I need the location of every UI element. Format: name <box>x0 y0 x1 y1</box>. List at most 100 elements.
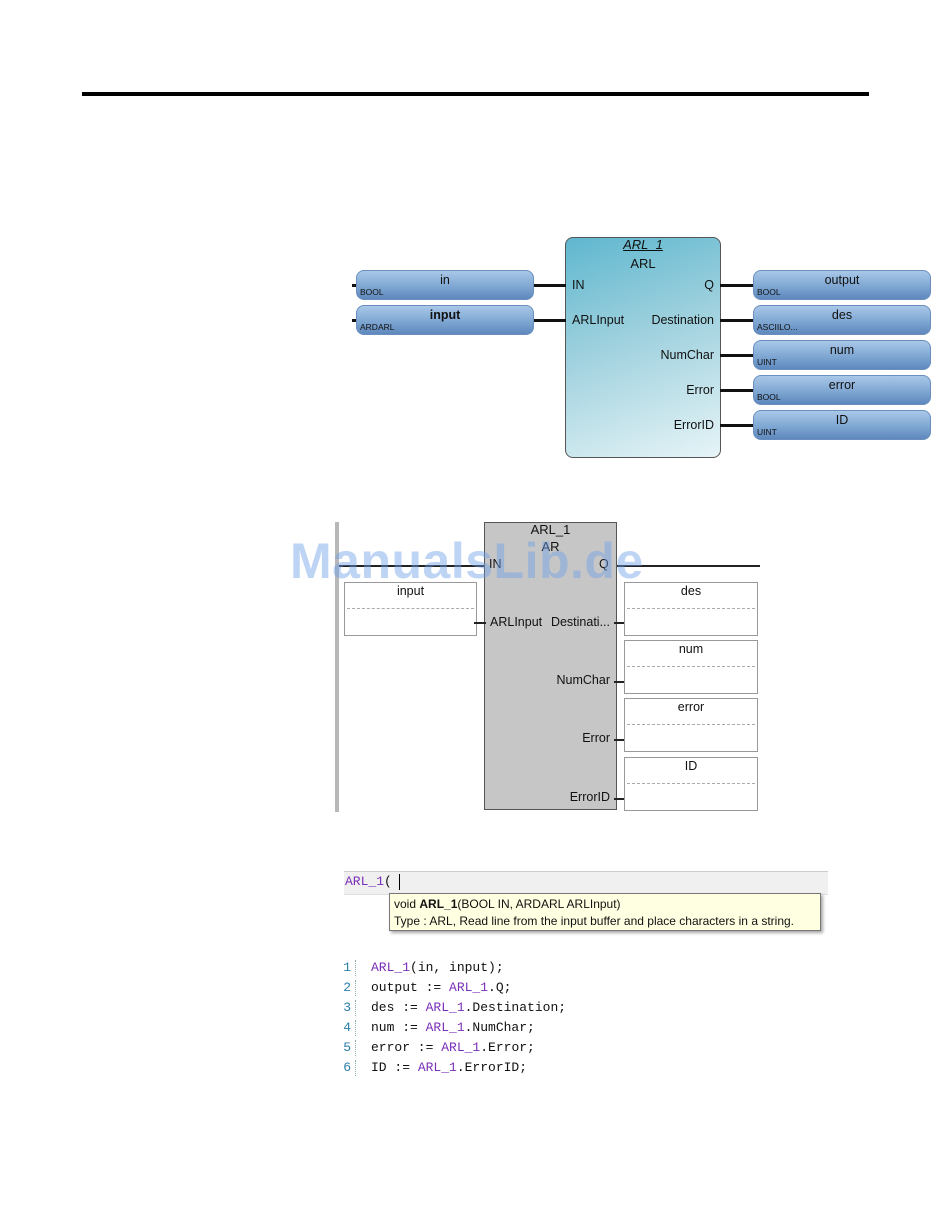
line-number: 1 <box>343 960 351 975</box>
editor-input-line[interactable] <box>344 871 828 895</box>
fbd-var-num[interactable]: num UINT <box>753 340 931 370</box>
ladder-wire-arlinput <box>474 622 486 624</box>
code-line: 4 num := ARL_1.NumChar; <box>337 1018 566 1038</box>
code-prefix: des := <box>371 1000 426 1015</box>
fbd-var-type: ASCIILO... <box>757 322 798 332</box>
ladder-pin-errorid: ErrorID <box>569 790 610 804</box>
ladder-wire-destination <box>614 622 626 624</box>
fbd-wire-errorid <box>720 424 754 427</box>
ladder-var-name: ID <box>684 759 698 773</box>
ladder-var-name: input <box>396 584 425 598</box>
ladder-rung-q <box>617 565 760 567</box>
fbd-var-des[interactable]: des ASCIILO... <box>753 305 931 335</box>
fbd-var-connector <box>352 319 356 322</box>
fbd-var-type: BOOL <box>360 287 384 297</box>
fbd-wire-q <box>720 284 754 287</box>
ladder-var-error[interactable]: error <box>624 698 758 752</box>
fbd-var-name: in <box>440 273 450 287</box>
ladder-var-num[interactable]: num <box>624 640 758 694</box>
ladder-block-type: AR <box>541 539 560 554</box>
fbd-var-name: output <box>824 273 860 287</box>
fbd-var-connector <box>352 284 356 287</box>
tooltip-fb-name: ARL_1 <box>419 897 458 911</box>
code-fb-ref: ARL_1 <box>371 960 411 975</box>
gutter-separator <box>355 979 357 996</box>
fbd-var-name: des <box>831 308 853 322</box>
code-fb-ref: ARL_1 <box>441 1040 481 1055</box>
fbd-var-name: ID <box>835 413 849 427</box>
tooltip-line-2: Type : ARL, Read line from the input buf… <box>394 914 795 928</box>
line-number: 2 <box>343 980 351 995</box>
line-number: 5 <box>343 1040 351 1055</box>
code-prefix: error := <box>371 1040 442 1055</box>
ladder-var-name: des <box>680 584 702 598</box>
ladder-pin-destination: Destinati... <box>550 615 610 629</box>
ladder-pin-in: IN <box>489 557 502 571</box>
fbd-var-error[interactable]: error BOOL <box>753 375 931 405</box>
code-suffix: .Destination; <box>464 1000 567 1015</box>
code-fb-ref: ARL_1 <box>449 980 489 995</box>
fbd-var-output[interactable]: output BOOL <box>753 270 931 300</box>
fbd-pin-in: IN <box>572 278 585 292</box>
ladder-var-name: num <box>678 642 704 656</box>
fbd-var-in[interactable]: in BOOL <box>356 270 534 300</box>
fbd-var-name: error <box>828 378 856 392</box>
fbd-pin-destination: Destination <box>651 313 714 327</box>
fbd-wire-arlinput <box>532 319 566 322</box>
gutter-separator <box>355 999 357 1016</box>
fbd-var-input[interactable]: input ARDARL <box>356 305 534 335</box>
ladder-var-input[interactable]: input <box>344 582 477 636</box>
ladder-wire-errorid <box>614 798 626 800</box>
fbd-pin-errorid: ErrorID <box>673 418 714 432</box>
fbd-wire-numchar <box>720 354 754 357</box>
fbd-var-name: input <box>429 308 461 322</box>
tooltip-prefix: void <box>394 897 420 911</box>
intellisense-tooltip: void ARL_1(BOOL IN, ARDARL ARLInput) Typ… <box>389 893 821 931</box>
fbd-function-block[interactable] <box>565 237 721 458</box>
gutter-separator <box>355 1039 357 1056</box>
fbd-wire-destination <box>720 319 754 322</box>
ladder-var-id[interactable]: ID <box>624 757 758 811</box>
ladder-function-block[interactable] <box>484 522 617 810</box>
code-fb-ref: ARL_1 <box>425 1020 465 1035</box>
code-suffix: .NumChar; <box>464 1020 535 1035</box>
ladder-left-rail <box>335 522 339 812</box>
fbd-var-name: num <box>829 343 855 357</box>
code-prefix: output := <box>371 980 450 995</box>
ladder-wire-error <box>614 739 626 741</box>
ladder-var-divider <box>627 608 755 609</box>
ladder-instance-name: ARL_1 <box>530 522 571 537</box>
code-line: 5 error := ARL_1.Error; <box>337 1038 566 1058</box>
fbd-var-id[interactable]: ID UINT <box>753 410 931 440</box>
ladder-rung-in <box>339 565 484 567</box>
fbd-wire-error <box>720 389 754 392</box>
fbd-pin-arlinput: ARLInput <box>572 313 625 327</box>
code-line: 3 des := ARL_1.Destination; <box>337 998 566 1018</box>
ladder-pin-arlinput: ARLInput <box>490 615 543 629</box>
ladder-var-des[interactable]: des <box>624 582 758 636</box>
ladder-pin-error: Error <box>582 731 610 745</box>
code-suffix: .Error; <box>480 1040 535 1055</box>
fbd-instance-name: ARL_1 <box>623 237 663 252</box>
watermark: ManualsLib.de <box>290 533 644 589</box>
code-fb-ref: ARL_1 <box>425 1000 465 1015</box>
line-number: 3 <box>343 1000 351 1015</box>
tooltip-signature: (BOOL IN, ARDARL ARLInput) <box>457 897 621 911</box>
fbd-block-type: ARL <box>630 256 656 271</box>
fbd-var-type: BOOL <box>757 287 781 297</box>
fbd-var-type: BOOL <box>757 392 781 402</box>
fbd-var-type: UINT <box>757 427 777 437</box>
editor-typed-paren: ( <box>384 874 392 889</box>
ladder-wire-numchar <box>614 681 626 683</box>
fbd-pin-q: Q <box>704 278 714 292</box>
code-prefix: ID := <box>371 1060 418 1075</box>
gutter-separator <box>355 1059 357 1076</box>
line-number: 4 <box>343 1020 351 1035</box>
editor-typed-text[interactable]: ARL_1( <box>345 874 392 889</box>
code-prefix: num := <box>371 1020 426 1035</box>
ladder-var-name: error <box>677 700 705 714</box>
fbd-pin-numchar: NumChar <box>660 348 715 362</box>
ladder-var-divider <box>347 608 474 609</box>
